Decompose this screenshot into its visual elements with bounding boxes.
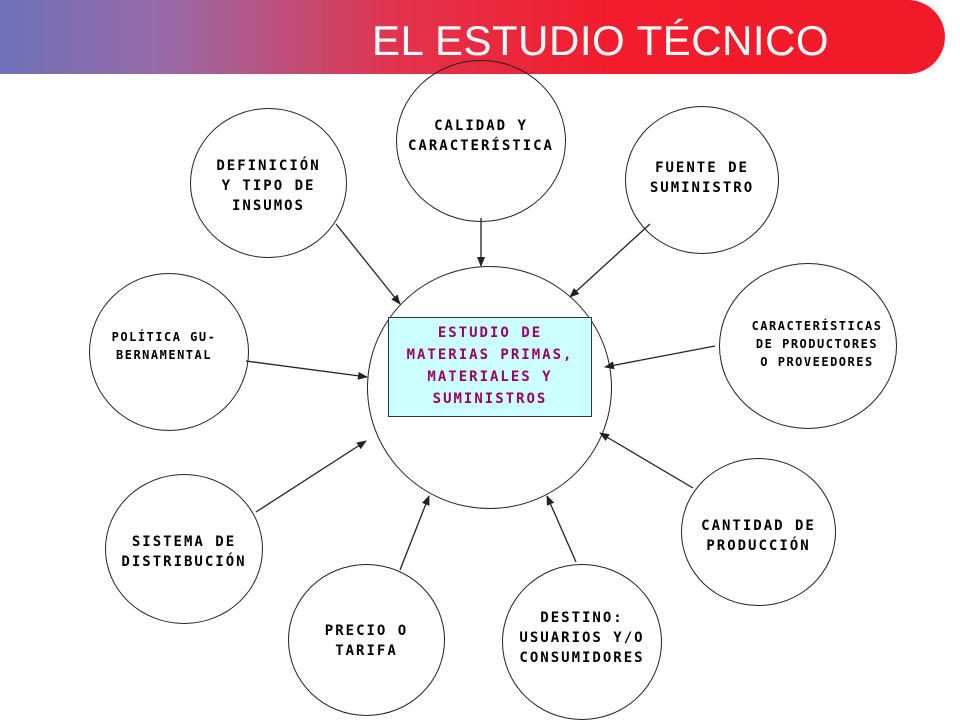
- node-circle-fuente: [625, 106, 779, 254]
- node-label-caract: CARACTERÍSTICAS DE PRODUCTORES O PROVEED…: [751, 319, 883, 369]
- arrow-sistema: [255, 440, 367, 513]
- node-label-definicion: DEFINICIÓN Y TIPO DE INSUMOS: [216, 158, 321, 214]
- node-label-politica: POLÍTICA GU- BERNAMENTAL: [111, 330, 217, 362]
- node-circle-calidad: [396, 60, 566, 222]
- node-circle-caract: [719, 263, 897, 429]
- node-label-sistema: SISTEMA DE DISTRIBUCIÓN: [121, 534, 247, 570]
- arrow-destino: [546, 495, 577, 563]
- node-label-destino: DESTINO: USUARIOS Y/O CONSUMIDORES: [519, 610, 645, 666]
- arrow-definicion: [335, 223, 401, 305]
- node-circle-cantidad: [681, 458, 836, 606]
- arrow-politica: [245, 360, 368, 380]
- node-label-precio: PRECIO O TARIFA: [324, 623, 409, 659]
- arrow-caract: [604, 345, 716, 370]
- arrow-precio: [399, 495, 430, 571]
- arrow-fuente: [569, 223, 651, 298]
- node-label-calidad: CALIDAD Y CARACTERÍSTICA: [407, 118, 554, 154]
- node-circle-precio: [288, 564, 445, 716]
- node-circle-definicion: [190, 108, 347, 258]
- center-box: [388, 317, 592, 417]
- center-label: ESTUDIO DE MATERIAS PRIMAS, MATERIALES Y…: [406, 325, 574, 407]
- arrow-cantidad: [599, 432, 694, 489]
- node-label-cantidad: CANTIDAD DE PRODUCCIÓN: [701, 518, 816, 554]
- node-circle-politica: [89, 273, 249, 431]
- node-circle-sistema: [105, 474, 263, 624]
- node-circle-center: [367, 266, 612, 509]
- page-title: EL ESTUDIO TÉCNICO: [372, 17, 830, 64]
- node-label-fuente: FUENTE DE SUMINISTRO: [649, 160, 755, 196]
